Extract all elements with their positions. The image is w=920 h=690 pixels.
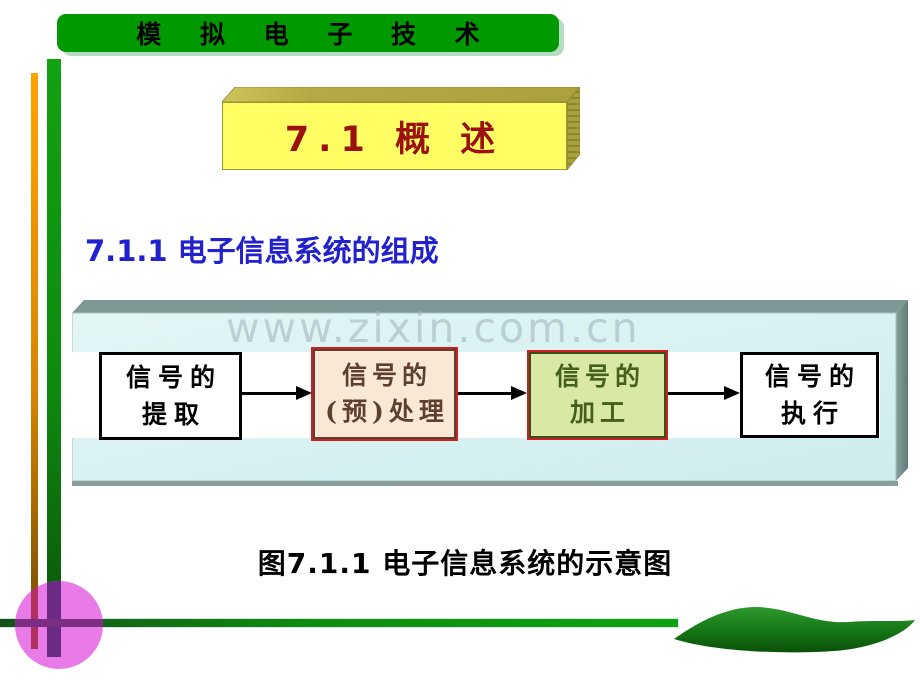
flow-arrow-icon bbox=[458, 386, 527, 400]
panel-top-face bbox=[72, 300, 908, 313]
section-title: 7.1 概 述 bbox=[284, 119, 505, 160]
vertical-orange-line bbox=[31, 73, 38, 649]
block-line2: 提取 bbox=[141, 400, 206, 429]
corner-circle-decoration bbox=[15, 581, 103, 669]
block-line1: 信号的 bbox=[764, 362, 861, 391]
figure-caption: 图7.1.1 电子信息系统的示意图 bbox=[257, 547, 673, 580]
subsection-heading: 7.1.1 电子信息系统的组成 bbox=[85, 234, 439, 268]
leaf-swoosh-decoration bbox=[674, 606, 915, 653]
block-signal-processing: 信号的 加工 bbox=[527, 350, 668, 440]
block-signal-preprocessing: 信号的 (预)处理 bbox=[311, 347, 458, 441]
vertical-green-line bbox=[47, 59, 61, 657]
block-line2: 加工 bbox=[569, 398, 630, 427]
section-box-right-face bbox=[566, 85, 581, 172]
block-line2: (预)处理 bbox=[325, 397, 449, 426]
block-signal-extraction: 信号的 提取 bbox=[99, 352, 242, 440]
horizontal-green-line bbox=[0, 619, 678, 627]
circle-overlap-orange-strip bbox=[31, 581, 38, 649]
leaf-shape bbox=[674, 606, 915, 653]
block-line1: 信号的 bbox=[125, 363, 222, 392]
panel-bottom-edge bbox=[72, 481, 898, 486]
watermark-text: www.zixin.com.cn bbox=[226, 304, 641, 352]
section-box-top-face bbox=[221, 86, 581, 103]
block-inner-face: 信号的 加工 bbox=[529, 352, 666, 438]
flow-arrow-icon bbox=[242, 386, 312, 400]
block-signal-execution: 信号的 执行 bbox=[740, 352, 879, 438]
block-line1: 信号的 bbox=[341, 361, 432, 390]
block-inner-face: 信号的 (预)处理 bbox=[313, 349, 456, 439]
section-box-front-face bbox=[222, 102, 567, 170]
flow-arrow-icon bbox=[668, 386, 740, 400]
section-box-3d-shape bbox=[221, 85, 581, 172]
section-title-box: 7.1 概 述 bbox=[221, 85, 581, 172]
circle-overlap-horizontal-strip bbox=[15, 619, 103, 627]
course-banner: 模 拟 电 子 技 术 bbox=[57, 14, 559, 52]
block-line2: 执行 bbox=[780, 399, 845, 428]
course-banner-label: 模 拟 电 子 技 术 bbox=[136, 20, 495, 49]
panel-right-face bbox=[896, 300, 908, 481]
block-line1: 信号的 bbox=[554, 362, 645, 391]
